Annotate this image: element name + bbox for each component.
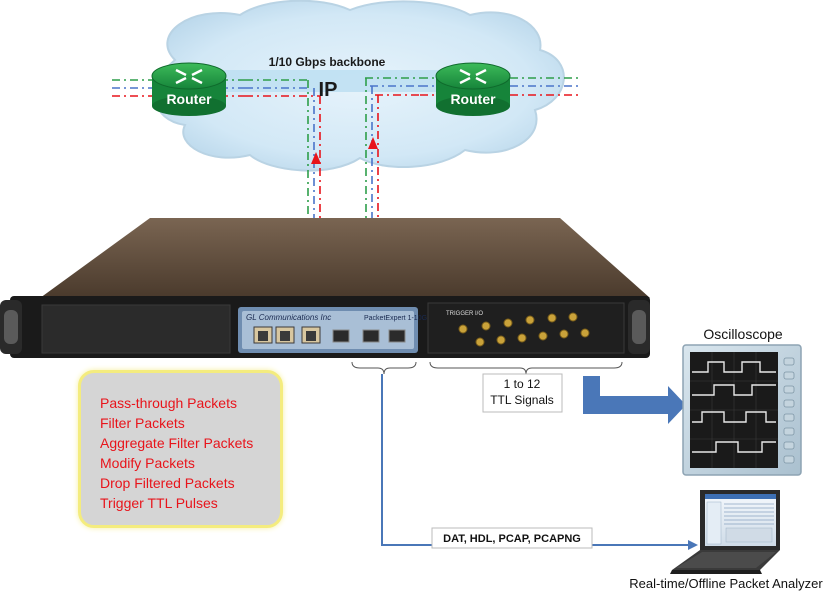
model-text: PacketExpert 1-10G: [364, 315, 427, 322]
feature-item: Modify Packets: [100, 455, 195, 471]
ip-label: IP: [319, 79, 338, 101]
router-right: [435, 62, 511, 116]
laptop-analyzer: [670, 490, 780, 574]
upward-arrow-icon: [311, 137, 378, 164]
feature-item: Pass-through Packets: [100, 395, 237, 411]
bnc-connector: [458, 312, 590, 347]
ip-cloud: [154, 0, 565, 172]
analyzer-label: Real-time/Offline Packet Analyzer: [629, 576, 823, 591]
router-right-label: Router: [450, 91, 496, 107]
ttl-label-box: [482, 373, 563, 413]
ttl-label-line1: 1 to 12: [504, 377, 541, 391]
oscilloscope-label: Oscilloscope: [703, 326, 783, 342]
oscilloscope-arrow-icon: [583, 376, 686, 424]
router-arrows-icon: [459, 68, 487, 85]
ethernet-port: [253, 326, 321, 344]
router-left-label: Router: [166, 91, 212, 107]
feature-item: Aggregate Filter Packets: [100, 435, 254, 451]
formats-label: DAT, HDL, PCAP, PCAPNG: [443, 533, 581, 545]
router-arrows-icon: [175, 68, 203, 85]
trigger-text: TRIGGER I/O: [446, 311, 483, 317]
ttl-label-line2: TTL Signals: [490, 393, 554, 407]
feature-item: Drop Filtered Packets: [100, 475, 235, 491]
vendor-text: GL Communications Inc: [246, 313, 331, 322]
port-brace: [351, 361, 623, 375]
features-box: Pass-through Packets Filter Packets Aggr…: [78, 370, 283, 528]
feature-item: Filter Packets: [100, 415, 185, 431]
router-left: [151, 62, 227, 116]
backbone-label: 1/10 Gbps backbone: [269, 55, 386, 69]
formats-label-box: [431, 527, 593, 549]
packet-expert-device: [0, 218, 650, 358]
analyzer-arrow-icon: [688, 540, 698, 550]
ttl-waveform: [692, 361, 776, 453]
sfp-port: [332, 329, 406, 343]
feature-item: Trigger TTL Pulses: [100, 495, 218, 511]
oscilloscope: [682, 344, 802, 476]
